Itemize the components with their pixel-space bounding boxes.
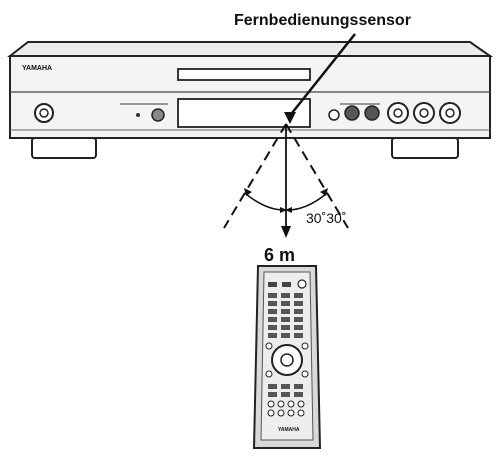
- player-foot-left: [31, 137, 97, 159]
- sensor-label: Fernbedienungssensor: [234, 12, 411, 29]
- remote-brand-logo: YAMAHA: [278, 427, 300, 433]
- indicator-led: [136, 113, 140, 117]
- dvd-player: YAMAHA: [7, 41, 494, 159]
- remote-power-button[interactable]: [297, 279, 307, 289]
- angle-arc-left: [245, 193, 285, 211]
- cone-left-line: [223, 123, 287, 229]
- range-arrow-head: [281, 226, 291, 238]
- distance-label: 6 m: [264, 245, 296, 265]
- stop-button[interactable]: [344, 105, 360, 121]
- remote-control: YAMAHA: [252, 265, 322, 449]
- sensor-marker: [284, 112, 296, 124]
- cone-right-line: [285, 123, 349, 229]
- small-knob-button[interactable]: [151, 108, 165, 122]
- sensor-leader-line: [291, 33, 356, 114]
- player-top: [7, 41, 494, 57]
- player-brand-logo: YAMAHA: [22, 65, 52, 72]
- player-foot-right: [391, 137, 459, 159]
- angle-arc-right: [287, 193, 327, 211]
- angle-label: 30˚30˚: [306, 210, 347, 226]
- pause-button[interactable]: [364, 105, 380, 121]
- open-close-button[interactable]: [328, 109, 340, 121]
- remote-enter-button[interactable]: [280, 353, 294, 367]
- disc-tray: [177, 68, 311, 81]
